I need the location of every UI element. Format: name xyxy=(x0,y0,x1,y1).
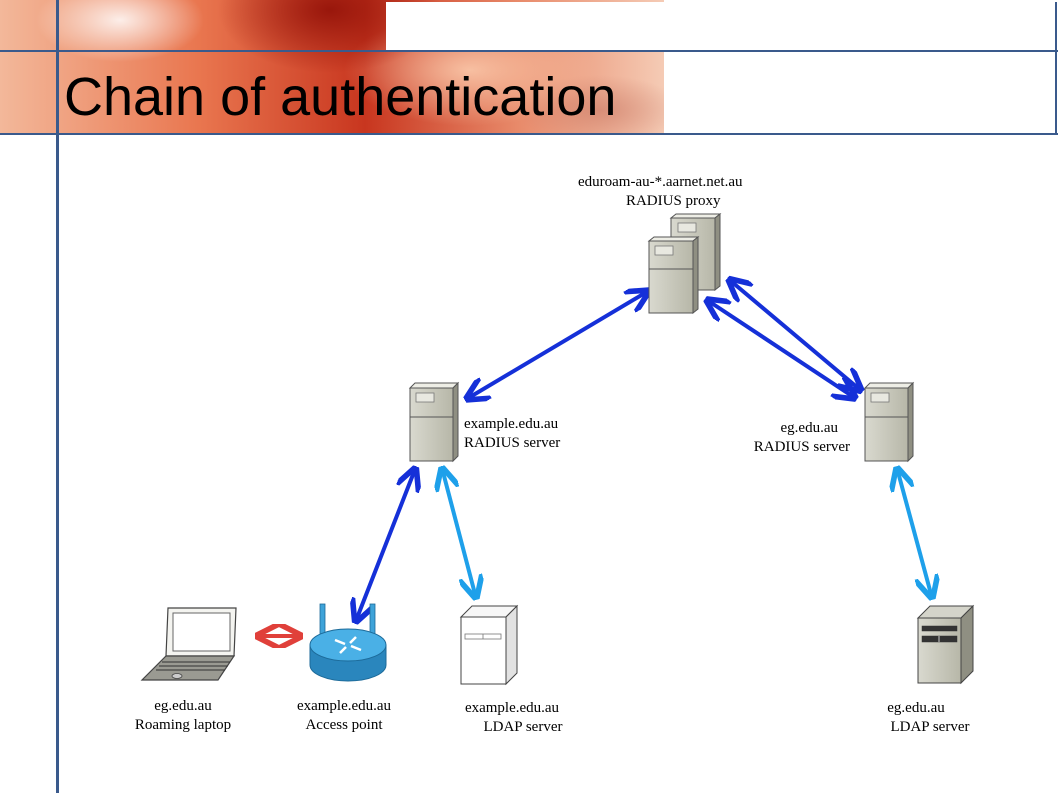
frame-line-bottom xyxy=(0,133,1058,135)
proxy-server-icon-front xyxy=(647,235,700,315)
wireless-router-icon xyxy=(309,603,387,682)
access-point-label-role: Access point xyxy=(305,717,383,733)
proxy-to-eg-radius-arrow xyxy=(710,302,852,396)
laptop-label: eg.edu.au Roaming laptop xyxy=(118,697,248,735)
example-radius-to-ldap-arrow xyxy=(443,472,475,594)
example-radius-to-access-point-arrow xyxy=(357,472,414,618)
example-ldap-label: example.edu.au LDAP server xyxy=(437,699,587,737)
example-ldap-label-host: example.edu.au xyxy=(464,700,560,716)
example-radius-label-role: RADIUS server xyxy=(464,435,561,451)
proxy-label: eduroam-au-*.aarnet.net.au RADIUS proxy xyxy=(578,173,743,211)
frame-line-right xyxy=(1055,2,1057,134)
eg-ldap-label: eg.edu.au LDAP server xyxy=(870,699,990,737)
frame-line-top xyxy=(0,50,1058,52)
example-ldap-tower-server-icon xyxy=(459,604,519,686)
laptop-label-role: Roaming laptop xyxy=(134,717,232,733)
header-white-band xyxy=(386,2,1058,50)
eg-ldap-label-host: eg.edu.au xyxy=(887,700,945,716)
example-radius-label-host: example.edu.au xyxy=(464,416,559,432)
example-radius-server-icon xyxy=(408,381,460,463)
eg-ldap-tower-server-icon xyxy=(916,604,975,685)
proxy-to-eg-radius-arrow-2 xyxy=(732,282,858,388)
eg-radius-label-role: RADIUS server xyxy=(753,439,850,455)
eg-ldap-label-role: LDAP server xyxy=(890,719,970,735)
laptop-label-host: eg.edu.au xyxy=(154,698,212,714)
example-radius-label: example.edu.au RADIUS server xyxy=(464,415,560,453)
access-point-label-host: example.edu.au xyxy=(296,698,392,714)
proxy-label-host: eduroam-au-*.aarnet.net.au xyxy=(578,174,743,190)
eg-radius-server-icon xyxy=(863,381,915,463)
access-point-label: example.edu.au Access point xyxy=(279,697,409,735)
eg-radius-label-host: eg.edu.au xyxy=(780,420,838,436)
eg-radius-label: eg.edu.au RADIUS server xyxy=(726,419,850,457)
frame-line-left xyxy=(56,0,59,793)
eg-radius-to-ldap-arrow xyxy=(898,472,931,594)
proxy-to-example-radius-arrow xyxy=(470,293,645,397)
laptop-icon xyxy=(140,607,237,681)
example-ldap-label-role: LDAP server xyxy=(483,719,563,735)
proxy-label-role: RADIUS proxy xyxy=(625,193,721,209)
slide-title: Chain of authentication xyxy=(64,67,617,127)
